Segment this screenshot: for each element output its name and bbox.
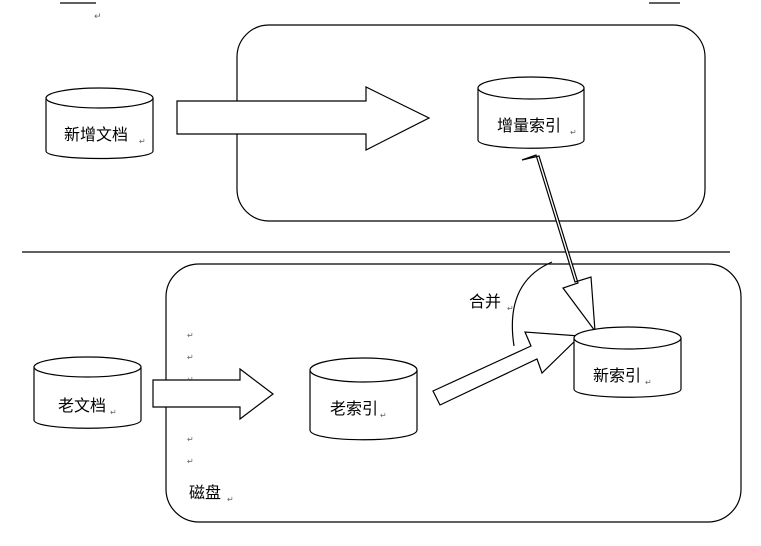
old-documents-paragraph-mark: ↵ (110, 408, 117, 417)
incremental-index-paragraph-mark: ↵ (570, 128, 577, 137)
disk-paragraph-mark-5: ↵ (187, 457, 194, 466)
new-index-label: 新索引 (593, 366, 641, 385)
merge-curve (511, 261, 553, 347)
disk-label-paragraph-mark: ↵ (227, 495, 234, 504)
old-index-cylinder: 老索引 ↵ (309, 357, 418, 441)
new-index-paragraph-mark: ↵ (645, 378, 652, 387)
old-index-to-new-index-arrow (432, 331, 582, 406)
incremental-index-label: 增量索引 (497, 116, 561, 135)
old-index-label: 老索引 (330, 399, 378, 418)
old-documents-to-old-index-arrow (152, 367, 274, 421)
new-documents-cylinder: 新增文档 ↵ (45, 87, 154, 160)
new-index-cylinder: 新索引 ↵ (573, 326, 682, 398)
merge-label: 合并 (469, 292, 501, 311)
disk-paragraph-mark-4: ↵ (187, 435, 194, 444)
disk-paragraph-mark-3: ↵ (187, 375, 194, 384)
new-documents-label: 新增文档 (64, 125, 128, 144)
old-documents-cylinder: 老文档 ↵ (33, 356, 142, 429)
old-index-paragraph-mark: ↵ (380, 411, 387, 420)
disk-paragraph-mark-2: ↵ (187, 353, 194, 362)
new-documents-paragraph-mark: ↵ (139, 137, 146, 146)
top-paragraph-mark: ↵ (94, 12, 102, 22)
new-documents-to-incremental-index-arrow (176, 86, 431, 151)
merge-paragraph-mark: ↵ (507, 304, 514, 313)
disk-label: 磁盘 (189, 483, 221, 502)
old-documents-label: 老文档 (58, 396, 106, 415)
incremental-index-cylinder: 增量索引 ↵ (477, 76, 585, 149)
disk-paragraph-mark-1: ↵ (187, 331, 194, 340)
